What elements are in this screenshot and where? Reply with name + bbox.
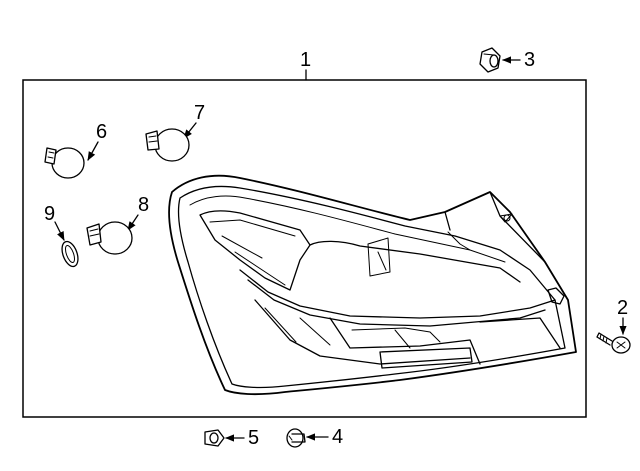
screw-part-2[interactable]	[596, 332, 631, 354]
callout-label-3: 3	[524, 49, 535, 71]
callout-label-7: 7	[194, 102, 205, 124]
assembly-frame	[22, 79, 587, 418]
callout-5[interactable]: 5	[225, 427, 259, 449]
callout-label-6: 6	[96, 121, 107, 143]
callout-3[interactable]: 3	[502, 49, 535, 71]
callout-label-4: 4	[332, 426, 343, 448]
tail-lamp-assembly[interactable]	[168, 174, 577, 396]
callout-label-2: 2	[617, 297, 628, 319]
callout-2[interactable]: 2	[617, 297, 628, 335]
bulb-part-6[interactable]	[44, 147, 85, 179]
grommet-part-5[interactable]	[204, 429, 225, 447]
callout-label-1: 1	[300, 49, 311, 71]
callout-9[interactable]: 9	[44, 203, 65, 241]
callout-label-5: 5	[248, 427, 259, 449]
callout-7[interactable]: 7	[183, 102, 205, 139]
callout-4[interactable]: 4	[306, 426, 343, 448]
push-pin-part-4[interactable]	[286, 428, 306, 448]
bulb-part-8[interactable]	[86, 221, 133, 255]
clip-part-3[interactable]	[479, 47, 501, 73]
callout-1[interactable]: 1	[300, 49, 311, 81]
callout-label-8: 8	[138, 194, 149, 216]
callout-label-9: 9	[44, 203, 55, 225]
gasket-part-9[interactable]	[59, 239, 81, 268]
callout-6[interactable]: 6	[87, 121, 107, 161]
bulb-part-7[interactable]	[145, 128, 190, 162]
callout-8[interactable]: 8	[127, 194, 149, 231]
